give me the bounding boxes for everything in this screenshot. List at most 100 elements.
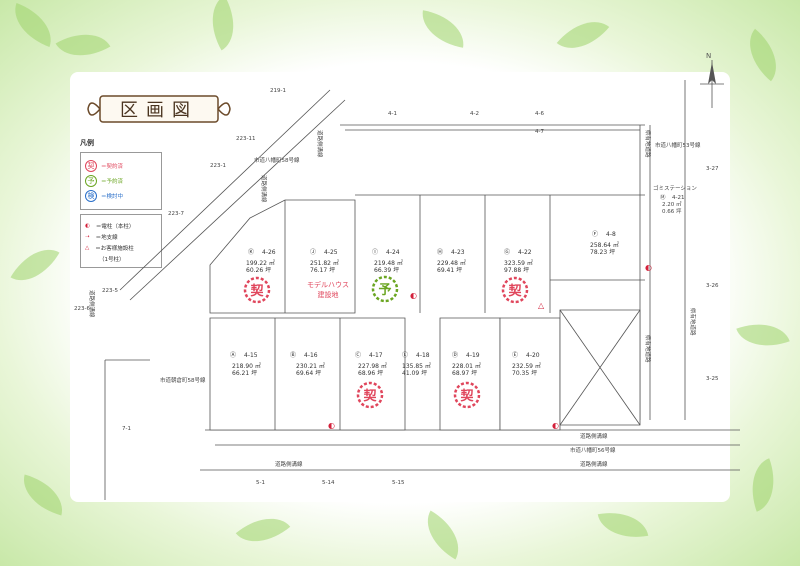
lot-label-no: 4-22 (518, 249, 532, 256)
lot-label-no: 4-20 (526, 352, 540, 359)
legend-facility-box: ◐＝電柱（本柱） ➝＝地支線 △＝お客様施設柱 （1号柱） (80, 214, 162, 268)
legend-pole: ＝電柱（本柱） (95, 224, 135, 230)
garbage-sqm: 2.20 ㎡ (662, 200, 682, 208)
lot-label-sqm: 135.85 ㎡ (402, 362, 431, 370)
lot-label-sqm: 229.48 ㎡ (437, 259, 466, 267)
garbage-tsubo: 0.66 坪 (662, 207, 682, 215)
lot-label-tsubo: 60.26 坪 (246, 266, 271, 274)
reserved-icon: 予 (85, 175, 97, 187)
neighbor-lot: 4-2 (470, 111, 479, 117)
compass-arrow-icon (708, 62, 716, 84)
lot-label-tsubo: 78.23 坪 (590, 248, 615, 256)
contracted-stamp-icon (356, 381, 384, 409)
lot-label-tsubo: 68.97 坪 (452, 369, 477, 377)
road-label: 市道八幡町53号線 (655, 141, 701, 149)
neighbor-lot: 5-1 (256, 480, 265, 486)
lot-label-no: 4-15 (244, 352, 258, 359)
legend-reviewing: ＝検討中 (101, 194, 124, 200)
lot-label-sqm: 230.21 ㎡ (296, 362, 325, 370)
neighbor-lot: 3-25 (706, 376, 719, 382)
lot-label-no: 4-23 (451, 249, 465, 256)
legend-hydrant: ＝お客様施設柱 (95, 246, 134, 252)
model-house-label: モデルハウス (307, 280, 349, 289)
lot-label-no: 4-17 (369, 352, 383, 359)
lot-label-no: 4-24 (386, 249, 400, 256)
lot-label-sqm: 258.64 ㎡ (590, 241, 619, 249)
lot-label-letter: Ⓛ (402, 351, 408, 359)
neighbor-lot: 7-1 (122, 426, 131, 432)
road-label: 県有地道路 (644, 130, 652, 158)
legend-contracted: ＝契約済 (101, 164, 124, 170)
lot-label-tsubo: 76.17 坪 (310, 266, 335, 274)
neighbor-lot: 4-6 (535, 111, 544, 117)
lot-label-no: 4-19 (466, 352, 480, 359)
road-label: 道路側溝線 (580, 432, 608, 440)
road-lines (104, 80, 740, 500)
lot-label-letter: Ⓕ (592, 230, 598, 238)
neighbor-lot: 223-6 (74, 306, 90, 312)
contracted-stamp-icon (243, 276, 271, 304)
lot-label-letter: Ⓖ (504, 248, 510, 256)
reviewing-icon: 検 (85, 190, 97, 202)
lot-label-letter: Ⓑ (290, 351, 296, 359)
neighbor-lot: 223-5 (102, 288, 118, 294)
neighbor-lot: 4-1 (388, 111, 397, 117)
lot-label-letter: Ⓔ (512, 351, 518, 359)
lot-label-letter: Ⓐ (230, 351, 236, 359)
neighbor-lot: 219-1 (270, 88, 286, 94)
road-label: 市道八幡町58号線 (254, 156, 300, 164)
compass: N (700, 52, 724, 108)
neighbor-lot: 223-11 (236, 136, 255, 142)
pole-icon: ◐ (410, 291, 417, 300)
title-plate: 区画図 (86, 92, 232, 126)
hydrant-triangle-icon: △ (538, 301, 545, 310)
road-label: 市道八幡町56号線 (570, 446, 616, 454)
neighbor-lot: 5-15 (392, 480, 405, 486)
lot-label-sqm: 232.59 ㎡ (512, 362, 541, 370)
legend-status-box: 契 ＝契約済 予 ＝予約済 検 ＝検討中 (80, 152, 162, 210)
lot-label-tsubo: 97.88 坪 (504, 266, 529, 274)
compass-north: N (706, 52, 711, 60)
lot-label-tsubo: 41.09 坪 (402, 369, 427, 377)
legend: 凡例 契＝契約済 予＝予約済 検＝検討中 ◐＝電柱（本柱） ➝＝地支線 △＝お客… (80, 138, 162, 268)
lot-label-sqm: 199.22 ㎡ (246, 259, 275, 267)
legend-reserved: ＝予約済 (101, 179, 124, 185)
lot-label-letter: Ⓒ (355, 351, 361, 359)
contracted-stamp-4-22: 契 (507, 283, 522, 299)
contracted-stamps: 契 契 契 契 (243, 276, 529, 409)
contracted-icon: 契 (85, 160, 97, 172)
lot-label-tsubo: 66.39 坪 (374, 266, 399, 274)
title-frame (87, 95, 231, 123)
lot-outlines (209, 194, 645, 431)
contracted-stamp-4-19: 契 (459, 388, 474, 404)
legend-header: 凡例 (80, 139, 94, 147)
road-label: 道路側溝線 (88, 290, 96, 318)
neighbor-lot: 3-26 (706, 283, 719, 289)
road-label: 道路側溝線 (580, 460, 608, 468)
neighbor-lot: 223-7 (168, 211, 184, 217)
contracted-stamp-4-26: 契 (249, 283, 264, 299)
legend-hydrant-sub: （1号柱） (99, 257, 125, 263)
pole-icon: ◐ (552, 421, 559, 430)
lot-label-sqm: 218.90 ㎡ (232, 362, 261, 370)
garbage-no: 4-21 (672, 195, 684, 201)
lot-label-no: 4-25 (324, 249, 338, 256)
garbage-letter: Ⓜ (660, 193, 666, 201)
lot-label-sqm: 227.98 ㎡ (358, 362, 387, 370)
neighbor-lot: 5-14 (322, 480, 335, 486)
lot-label-letter: Ⓘ (372, 248, 378, 256)
reserved-stamp-icon (371, 275, 399, 303)
pole-icon: ◐ (85, 223, 90, 229)
lot-label-letter: Ⓗ (437, 248, 443, 256)
legend-branch: ＝地支線 (95, 235, 118, 241)
contracted-stamp-icon (501, 276, 529, 304)
neighbor-lot: 3-27 (706, 166, 719, 172)
reserved-stamp: 予 (371, 275, 399, 303)
lot-label-no: 4-16 (304, 352, 318, 359)
page-title: 区画図 (120, 100, 198, 121)
road-label: 道路側溝線 (275, 460, 303, 468)
lot-label-sqm: 228.01 ㎡ (452, 362, 481, 370)
lot-label-tsubo: 69.41 坪 (437, 266, 462, 274)
lot-label-letter: Ⓓ (452, 351, 458, 359)
